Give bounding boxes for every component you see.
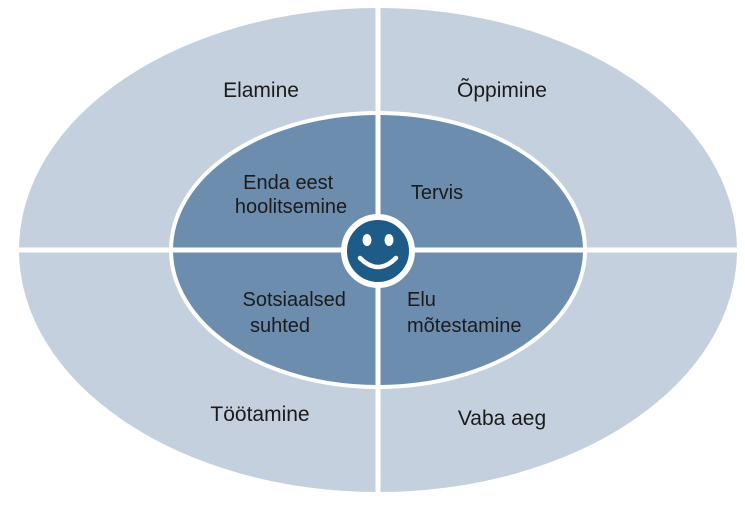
- outer-label-bottom-left: Töötamine: [210, 403, 309, 426]
- outer-label-bottom-right: Vaba aeg: [458, 407, 546, 430]
- inner-label-top-left-line1: Enda eest: [243, 172, 334, 194]
- center-circle: [341, 214, 415, 288]
- outer-label-top-right: Õppimine: [457, 78, 547, 102]
- inner-label-bottom-right: Elu mõtestamine: [407, 289, 522, 337]
- inner-label-bottom-left: Sotsiaalsed suhted: [243, 289, 352, 337]
- outer-label-top-left: Elamine: [223, 79, 299, 102]
- inner-label-bottom-right-line1: Elu: [407, 289, 436, 311]
- inner-label-bottom-left-line1: Sotsiaalsed: [243, 289, 346, 311]
- inner-label-top-right: Tervis: [411, 182, 463, 204]
- inner-label-top-left-line2: hoolitsemine: [235, 196, 347, 218]
- smiley-face-icon: [357, 234, 399, 270]
- center-badge: [341, 214, 415, 288]
- inner-label-top-left: Enda eest hoolitsemine: [235, 172, 347, 218]
- inner-label-top-right-line1: Tervis: [411, 182, 463, 204]
- inner-label-bottom-left-line2: suhted: [250, 315, 310, 337]
- inner-label-bottom-right-line2: mõtestamine: [407, 315, 522, 337]
